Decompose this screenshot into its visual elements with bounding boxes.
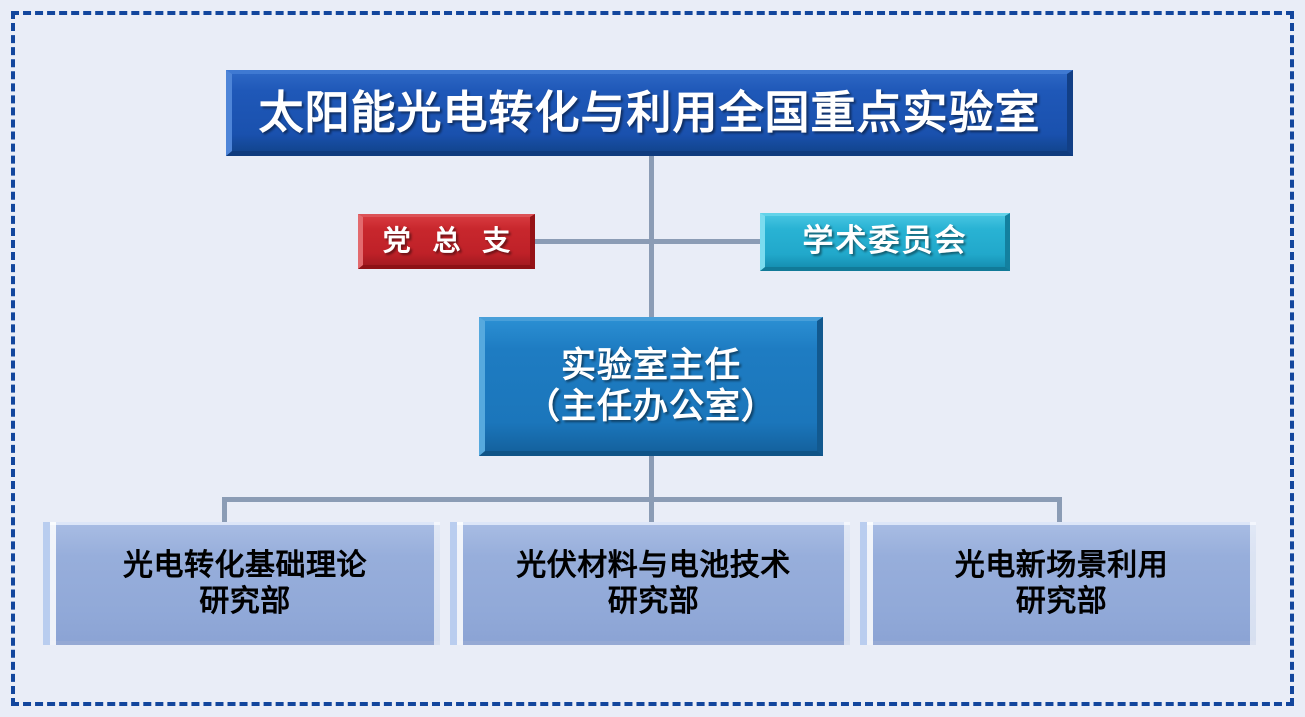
connector-crossbar-left bbox=[534, 239, 651, 244]
node-laboratory-title: 太阳能光电转化与利用全国重点实验室 bbox=[226, 70, 1073, 156]
connector-drop-department-2 bbox=[649, 497, 654, 525]
node-party-branch: 党 总 支 bbox=[358, 214, 535, 269]
node-department-3: 光电新场景利用 研究部 bbox=[860, 522, 1256, 645]
node-academic-committee: 学术委员会 bbox=[760, 213, 1010, 271]
connector-crossbar-to-director bbox=[649, 241, 654, 318]
connector-crossbar-right bbox=[651, 239, 762, 244]
node-department-1: 光电转化基础理论 研究部 bbox=[43, 522, 440, 645]
connector-director-to-bus bbox=[649, 455, 654, 497]
node-department-2: 光伏材料与电池技术 研究部 bbox=[450, 522, 850, 645]
connector-drop-department-3 bbox=[1057, 497, 1062, 525]
connector-drop-department-1 bbox=[222, 497, 227, 525]
connector-lab-to-crossbar bbox=[649, 155, 654, 241]
connector-department-bus bbox=[222, 497, 1062, 502]
node-laboratory-director: 实验室主任 （主任办公室） bbox=[479, 317, 823, 456]
